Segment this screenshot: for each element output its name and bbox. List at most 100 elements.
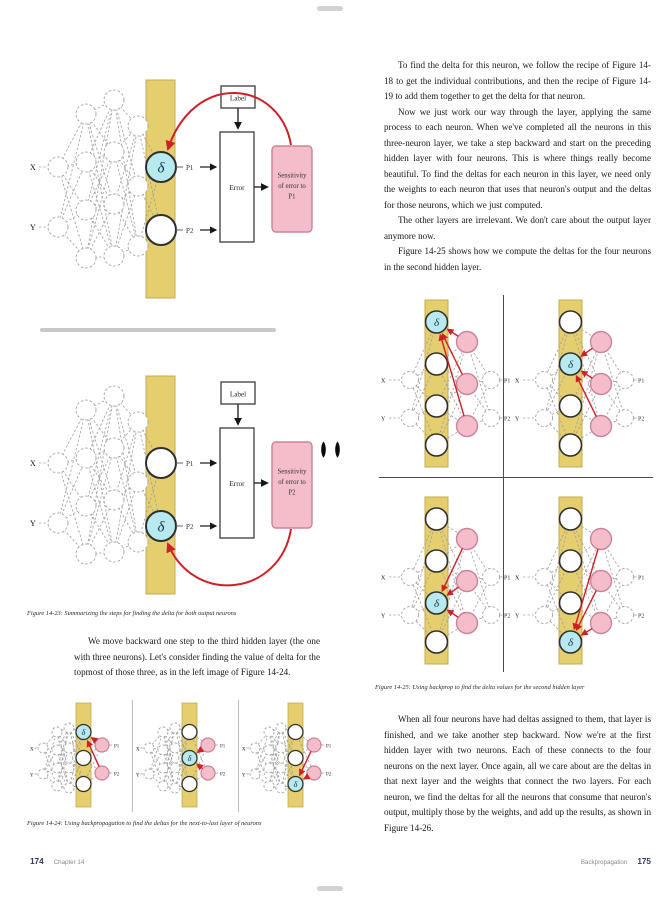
label-box — [220, 381, 256, 405]
backprop-red-arrow — [446, 586, 459, 596]
delta-symbol: δ — [568, 637, 574, 649]
p2-label: P2 — [504, 614, 510, 620]
error-box-text: Error — [229, 480, 245, 488]
hidden-neuron — [558, 630, 583, 654]
backprop-red-arrow — [446, 609, 459, 618]
figure-14-25-grid-divider-horizontal — [379, 477, 653, 478]
input-label-y: Y — [515, 417, 520, 423]
next-layer-neuron — [589, 330, 613, 354]
hidden-neuron — [287, 775, 304, 793]
input-label-x: X — [381, 576, 386, 582]
label-box-text: Label — [230, 391, 246, 399]
backprop-red-arrow — [196, 746, 205, 754]
backprop-red-arrow — [86, 739, 100, 767]
delta-symbol: δ — [434, 317, 440, 329]
backprop-red-arrow — [446, 328, 459, 337]
backprop-red-arrow — [580, 627, 593, 636]
output-layer-band — [145, 375, 176, 595]
hidden-neuron — [75, 775, 92, 793]
next-layer-neuron — [589, 569, 613, 593]
delta-symbol: δ — [82, 728, 86, 737]
input-label-y: Y — [515, 614, 520, 620]
sensitivity-box — [271, 145, 313, 233]
next-layer-neuron — [589, 414, 613, 438]
paragraph-text: Now we just work our way through the lay… — [384, 106, 651, 210]
p1-label: P1 — [638, 576, 644, 582]
backprop-red-arrow — [302, 773, 311, 780]
figure-14-23-caption: Figure 14-23: Summarizing the steps for … — [27, 610, 237, 617]
p2-label: P2 — [114, 773, 120, 778]
output-layer-band — [145, 79, 176, 299]
figure-14-25-grid-divider-vertical — [503, 295, 504, 672]
figure-14-25-caption: Figure 14-25: Using backprop to find the… — [375, 684, 585, 691]
figure-14-24-separator-2 — [238, 700, 239, 812]
next-layer-neuron — [455, 330, 479, 354]
hidden-neuron — [75, 749, 92, 767]
backprop-red-arrow — [572, 548, 599, 631]
next-layer-neuron — [589, 372, 613, 396]
input-label-x: X — [515, 379, 520, 385]
hidden-neuron — [287, 723, 304, 741]
p2-label: P2 — [186, 523, 194, 531]
input-label-x: X — [242, 747, 246, 752]
viewer-scroll-handle-bottom[interactable] — [317, 886, 343, 891]
error-box — [219, 427, 255, 539]
backprop-red-arrow — [580, 347, 593, 357]
p2-label: P2 — [186, 227, 194, 235]
input-label-x: X — [136, 747, 140, 752]
hidden-neuron — [287, 749, 304, 767]
delta-symbol: δ — [434, 598, 440, 610]
hidden-neuron — [424, 310, 449, 334]
hidden-neuron — [181, 723, 198, 741]
hidden-neuron — [424, 630, 449, 654]
backprop-red-arrow — [441, 332, 463, 375]
input-label-x: X — [30, 163, 36, 172]
delta-symbol: δ — [188, 754, 192, 763]
p1-label: P1 — [114, 745, 120, 750]
section-break-marks — [321, 441, 340, 458]
input-label-x: X — [381, 379, 386, 385]
hidden-neuron — [424, 433, 449, 457]
paragraph-text: When all four neurons have had deltas as… — [384, 714, 651, 833]
output-neuron — [200, 765, 216, 781]
hidden-neuron — [424, 352, 449, 376]
input-label-x: X — [30, 747, 34, 752]
right-page-text-block: To find the delta for this neuron, we fo… — [384, 58, 651, 275]
paragraph-text: To find the delta for this neuron, we fo… — [384, 60, 651, 101]
p1-label: P1 — [220, 745, 226, 750]
next-layer-neuron — [455, 372, 479, 396]
left-page-number: 174 — [30, 857, 44, 866]
p2-label: P2 — [326, 773, 332, 778]
hidden-neuron — [558, 549, 583, 573]
input-label-y: Y — [30, 519, 36, 528]
output-neuron — [200, 737, 216, 753]
p1-label: P1 — [504, 379, 510, 385]
output-neuron — [94, 765, 110, 781]
p2-label: P2 — [504, 417, 510, 423]
right-running-head: Backpropagation — [580, 859, 628, 866]
backprop-red-arrow — [438, 333, 465, 417]
hidden-neuron — [558, 310, 583, 334]
input-label-y: Y — [30, 223, 36, 232]
next-layer-neuron — [589, 527, 613, 551]
viewer-scroll-handle-top[interactable] — [317, 6, 343, 11]
hidden-neuron — [181, 775, 198, 793]
delta-symbol: δ — [294, 780, 298, 789]
hidden-neuron — [181, 749, 198, 767]
input-label-y: Y — [381, 417, 386, 423]
backprop-red-arrow — [575, 374, 597, 417]
hidden-neuron — [558, 591, 583, 615]
hidden-neuron — [75, 723, 92, 741]
